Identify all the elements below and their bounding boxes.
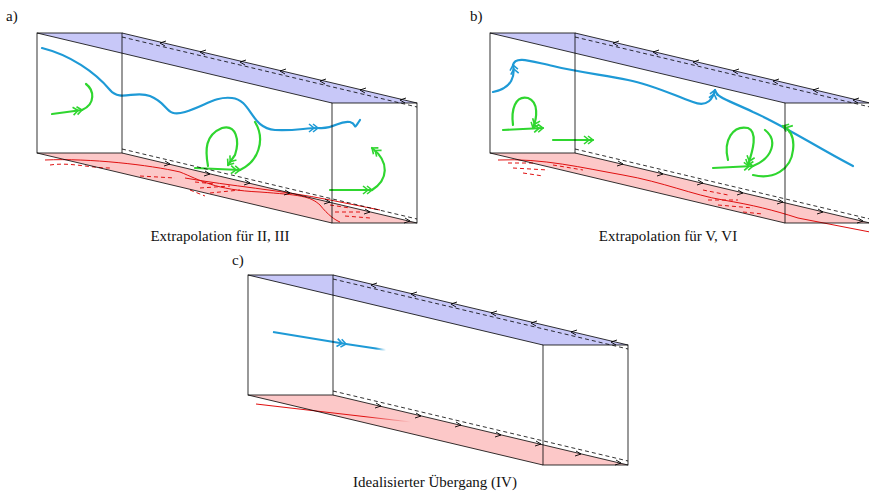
panel-caption: Extrapolation für II, III	[150, 228, 289, 245]
panel-caption: Extrapolation für V, VI	[599, 228, 737, 245]
panel-a	[37, 33, 417, 223]
panel-caption: Idealisierter Übergang (IV)	[353, 474, 517, 491]
panel-letter: a)	[6, 8, 18, 25]
panel-letter: b)	[470, 8, 483, 25]
panel-letter: c)	[232, 252, 244, 269]
panel-c	[248, 275, 628, 465]
panel-b	[490, 33, 869, 232]
